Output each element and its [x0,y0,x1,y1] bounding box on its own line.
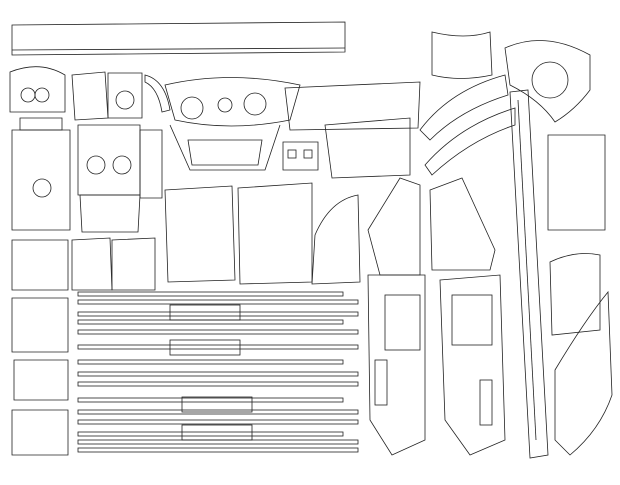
trim-strip [77,344,359,350]
trim-strip [77,397,344,403]
door-upper-trim [419,74,509,141]
front-door-panel [429,177,496,271]
door-upper-trim [424,107,516,176]
console-vent [112,155,132,175]
a-pillar-long [509,89,549,459]
side-window-panel [547,134,606,231]
vent-panel [71,71,109,121]
trim-strip [77,409,359,415]
dash-gauge [243,92,267,116]
main-dash-panel [164,77,301,127]
console-screen [187,139,263,166]
trim-strip [77,419,359,425]
seat-back-panel [11,129,71,231]
glovebox-panel [324,117,411,179]
dash-curve-piece [144,74,171,113]
vent-slot [169,339,241,356]
cluster-gauge [34,87,50,103]
console-vent [86,155,106,175]
dash-gauge [217,97,233,113]
cluster-gauge [20,87,36,103]
center-knob [115,90,135,110]
trim-strips [77,291,359,453]
lower-panel [11,297,69,353]
trim-strip [77,381,359,387]
trim-strip [77,359,344,365]
door-switch-cluster [71,237,113,291]
door-pull [479,379,493,426]
round-speaker-panel [504,40,591,123]
trim-strip [77,431,344,437]
console-frame [169,124,281,171]
a-pillar-inner [517,99,537,441]
console-vent-unit [77,124,141,196]
dash-gauge [180,96,204,120]
switch [287,149,297,159]
seat-knob [32,178,52,198]
trim-strip [77,439,359,445]
trim-strip [77,329,359,335]
trim-strip [77,447,359,453]
switch-panel [282,141,319,171]
door-switch-panel [384,294,421,351]
trim-strip [77,319,344,325]
speaker-ring [531,61,569,99]
console-button-strip [139,129,163,199]
vent-slot [181,396,253,413]
dash-right-panel [284,81,421,131]
side-curved-panel [311,194,361,285]
door-switch-panel [451,294,493,346]
lower-panel [11,239,69,291]
trim-strip [77,299,359,305]
seat-back-top [19,117,63,131]
dash-top-strip [11,21,346,56]
seat-panel [164,185,236,283]
console-lower [79,194,141,233]
door-pull [374,359,388,406]
center-vent-panel [107,72,143,119]
trim-strip [77,311,359,317]
door-switch-cluster [111,237,156,291]
side-lower-panel [549,253,601,336]
vent-slot [169,304,241,321]
trim-strip [77,291,344,297]
quarter-curved-panel [554,290,613,456]
door-card-right [439,274,506,456]
trim-strip [77,371,359,377]
switch [303,149,313,159]
bottom-left-panel [11,409,69,456]
cluster-panel-left [9,66,66,113]
lower-panel [13,359,69,401]
dash-top-strip-inner [11,47,346,51]
vent-slot [181,424,253,441]
armrest-cover [431,31,493,79]
door-card-left [367,274,426,456]
seat-panel [237,182,313,285]
front-door-panel [367,177,421,276]
